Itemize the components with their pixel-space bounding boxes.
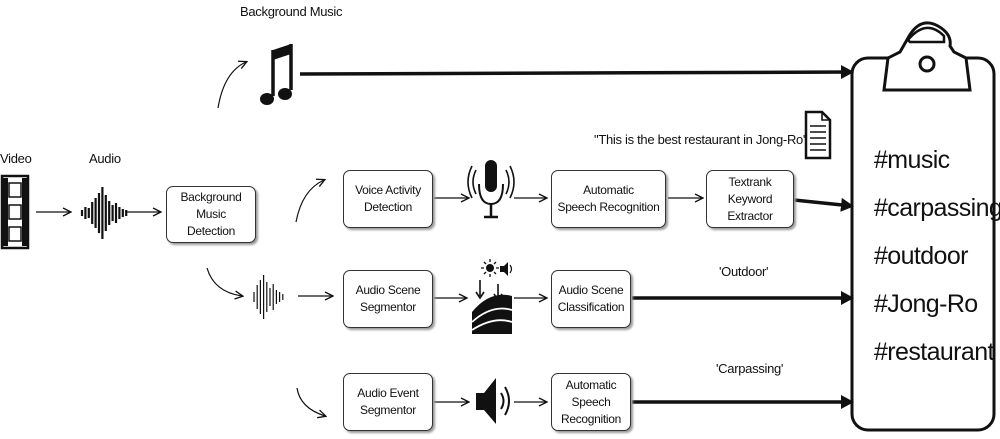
audio-scene-classification-box: Audio Scene Classification [551,270,631,328]
curve-arrow-music [217,62,246,109]
microphone-icon [467,160,515,219]
hashtag-outdoor: #outdoor [874,242,969,270]
asr-top-box: Automatic Speech Recognition [551,170,666,228]
landscape-icon [471,259,513,334]
asr-bottom-box: Automatic Speech Recognition [551,373,631,431]
document-icon [804,110,832,160]
voice-activity-detection-box: Voice Activity Detection [343,170,433,228]
box-label: Audio Scene Classification [557,283,625,314]
hashtag-restaurant: #restaurant [874,338,994,366]
video-label: Video [0,151,32,166]
arrow-textrank-to-clipboard [793,197,854,212]
audio-scene-segmentor-box: Audio Scene Segmentor [343,270,433,328]
waveform-icon [253,275,284,319]
audio-label: Audio [89,151,121,166]
curve-arrow-speech [295,180,324,223]
clipboard-icon [850,21,996,432]
textrank-box: Textrank Keyword Extractor [706,170,794,228]
curve-arrow-scene [206,267,242,296]
audio-event-segmentor-box: Audio Event Segmentor [343,373,433,431]
hashtag-carpassing: #carpassing [874,194,1000,222]
box-label: Audio Scene Segmentor [355,283,421,314]
box-label: Textrank Keyword Extractor [727,174,773,223]
film-strip-icon [0,174,30,250]
background-music-detection-box: Background Music Detection [166,186,256,243]
box-label: Automatic Speech Recognition [557,183,660,214]
speaker-icon [476,378,510,424]
hashtag-jong-ro: #Jong-Ro [874,290,978,318]
hashtag-music: #music [874,146,950,174]
arrow-music-to-clipboard [299,65,854,80]
box-label: Background Music Detection [180,190,242,238]
curve-arrow-event [296,387,325,416]
box-label: Automatic Speech Recognition [560,377,622,426]
background-music-label: Background Music [240,4,343,19]
box-label: Voice Activity Detection [355,183,421,214]
music-note-icon [260,44,293,105]
carpassing-quote-label: 'Carpassing' [716,361,784,376]
speech-quote-label: "This is the best restaurant in Jong-Ro" [594,132,808,147]
box-label: Audio Event Segmentor [357,386,419,417]
waveform-icon [80,187,128,239]
outdoor-quote-label: 'Outdoor' [719,264,769,279]
